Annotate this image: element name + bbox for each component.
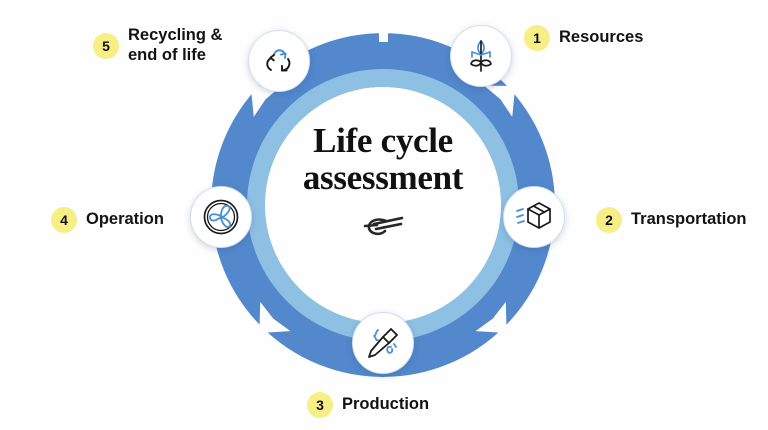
turbine-fan-icon — [203, 199, 239, 235]
label-text-transportation: Transportation — [631, 210, 747, 229]
badge-4: 4 — [51, 207, 77, 233]
recycling-arrows-icon — [266, 49, 291, 72]
wheat-plant-icon — [470, 40, 492, 72]
label-recycling[interactable]: 5 Recycling & end of life — [93, 26, 222, 66]
screwdriver-tool-icon — [368, 328, 398, 358]
badge-3: 3 — [307, 392, 333, 418]
label-text-resources: Resources — [559, 28, 644, 47]
label-resources[interactable]: 1 Resources — [524, 25, 643, 51]
label-transportation[interactable]: 2 Transportation — [596, 207, 747, 233]
label-operation[interactable]: 4 Operation — [51, 207, 164, 233]
node-recycling[interactable] — [248, 30, 310, 92]
label-text-production: Production — [342, 395, 430, 414]
ring-inner-band — [247, 69, 519, 341]
ring-bands — [211, 33, 555, 377]
node-resources[interactable] — [450, 25, 512, 87]
badge-5: 5 — [93, 32, 119, 59]
badge-2: 2 — [596, 207, 622, 233]
moving-box-icon — [516, 202, 551, 229]
label-production[interactable]: 3 Production — [307, 392, 429, 418]
label-text-recycling: Recycling & end of life — [128, 26, 223, 64]
badge-1: 1 — [524, 25, 550, 51]
node-operation[interactable] — [190, 186, 252, 248]
label-text-operation: Operation — [86, 210, 164, 229]
node-transportation[interactable] — [503, 186, 565, 248]
ring-outer-band — [211, 33, 555, 377]
node-production[interactable] — [352, 312, 414, 374]
